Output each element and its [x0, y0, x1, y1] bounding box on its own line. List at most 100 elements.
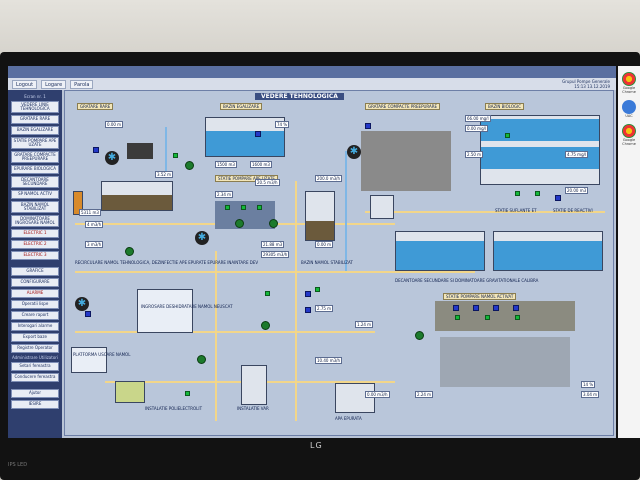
measurement-value: 2.34 m — [215, 191, 234, 198]
chrome-icon[interactable] — [622, 72, 636, 86]
system-info: Grupul Pompe Generale 15:13 13.12.2019 — [562, 79, 610, 89]
nav-sp-namol[interactable]: SP NAMOL ACTIV — [11, 190, 59, 199]
taskbar-label: UAC — [625, 114, 633, 118]
valve-icon[interactable] — [453, 305, 459, 311]
pump-icon[interactable] — [415, 331, 424, 340]
nav-alarme[interactable]: ALARME — [11, 289, 59, 298]
nav-electric-1[interactable]: ELECTRIC 1 — [11, 229, 59, 238]
nav-registre[interactable]: Registre Operator — [11, 344, 59, 353]
status-indicator — [173, 153, 178, 158]
tank-level — [102, 195, 172, 210]
nav-grafice[interactable]: GRAFICE — [11, 267, 59, 276]
nav-electric-3[interactable]: ELECTRIC 3 — [11, 251, 59, 260]
nav-configurare[interactable]: CONFIGURARE — [11, 278, 59, 287]
nav-epurare-biologica[interactable]: EPURARE BIOLOGICA — [11, 165, 59, 174]
tank-level — [396, 241, 484, 270]
tank-level — [481, 119, 599, 141]
status-indicator — [535, 191, 540, 196]
tank-grate — [370, 195, 394, 219]
fan-icon[interactable]: ✱ — [195, 231, 209, 245]
polymer-tank — [115, 381, 145, 403]
section-bazin-biologic: BAZIN BIOLOGIC — [485, 103, 525, 110]
valve-icon[interactable] — [93, 147, 99, 153]
valve-icon[interactable] — [85, 311, 91, 317]
section-recirculare: RECIRCULARE NAMOL TEHNOLOGICA, DEZINFECT… — [75, 260, 259, 265]
shield-icon[interactable] — [622, 100, 636, 114]
measurement-value: 1600 m3 — [250, 161, 272, 168]
status-indicator — [225, 205, 230, 210]
nav-export[interactable]: Export baze — [11, 333, 59, 342]
screen-grate — [127, 143, 153, 159]
valve-icon[interactable] — [473, 305, 479, 311]
nav-electric-2[interactable]: ELECTRIC 2 — [11, 240, 59, 249]
nav-vedere-linie[interactable]: VEDERE LINIE TEHNOLOGICA — [11, 101, 59, 113]
status-indicator — [505, 133, 510, 138]
status-indicator — [515, 315, 520, 320]
measurement-value: 0.00 mg/l — [465, 125, 489, 132]
nav-bazin-namol[interactable]: BAZIN NAMOL STABILIZAT — [11, 201, 59, 213]
fan-icon[interactable]: ✱ — [75, 297, 89, 311]
nav-ajutor[interactable]: Ajutor — [11, 389, 59, 398]
system-info-line: Grupul Pompe Generale — [562, 79, 610, 84]
fan-icon[interactable]: ✱ — [105, 151, 119, 165]
valve-icon[interactable] — [305, 291, 311, 297]
pump-icon[interactable] — [125, 247, 134, 256]
nav-gratare-compacte[interactable]: GRATARE COMPACTE PREEPURARE — [11, 151, 59, 163]
pipe-segment — [295, 181, 297, 421]
taskbar-label: Google Chrome — [622, 138, 636, 146]
measurement-value: 3.04 m — [581, 391, 600, 398]
status-indicator — [455, 315, 460, 320]
fan-icon[interactable]: ✱ — [347, 145, 361, 159]
nav-interogari[interactable]: Interogari alarme — [11, 322, 59, 331]
section-statie-suflante: STATIE SUFLANTE ET — [495, 208, 537, 213]
logout-button[interactable]: Logout — [12, 79, 38, 89]
valve-icon[interactable] — [255, 131, 261, 137]
valve-icon[interactable] — [513, 305, 519, 311]
pump-icon[interactable] — [197, 355, 206, 364]
valve-icon[interactable] — [493, 305, 499, 311]
measurement-value: 21.88 m3 — [261, 241, 285, 248]
measurement-value: 2.24 m — [415, 391, 434, 398]
nav-bazin-egalizare[interactable]: BAZIN EGALIZARE — [11, 126, 59, 135]
password-button[interactable]: Parola — [70, 79, 94, 89]
nav-conducere[interactable]: Conducere fereastra — [11, 373, 59, 382]
measurement-value: 0.00 m — [105, 121, 124, 128]
nav-ingrosare[interactable]: DOMINATOARE INGROSARE NAMOL — [11, 215, 59, 227]
valve-icon[interactable] — [555, 195, 561, 201]
pump-icon[interactable] — [269, 219, 278, 228]
status-indicator — [257, 205, 262, 210]
system-info-line: 15:13 13.12.2019 — [574, 84, 610, 89]
menu-bar: Logout Logare Parola — [8, 78, 616, 90]
taskbar-label: Google Chrome — [622, 86, 636, 94]
pump-icon[interactable] — [235, 219, 244, 228]
pump-icon[interactable] — [185, 161, 194, 170]
measurement-value: 20.00 m3 — [565, 187, 589, 194]
status-indicator — [515, 191, 520, 196]
valve-icon[interactable] — [305, 307, 311, 313]
pump-icon[interactable] — [261, 321, 270, 330]
section-platforma: PLATFORMA USCARE NAMOL — [73, 352, 131, 357]
chrome-icon[interactable] — [622, 124, 636, 138]
valve-icon[interactable] — [365, 123, 371, 129]
nav-operatii[interactable]: Operatii lispe — [11, 300, 59, 309]
nav-gratare-rare[interactable]: GRATARE RARE — [11, 115, 59, 124]
measurement-value: 1.24 m — [355, 321, 374, 328]
nav-decantoare[interactable]: DECANTOARE SECUNDARE — [11, 176, 59, 188]
compact-grate-unit — [361, 131, 451, 191]
nav-iesire[interactable]: IESIRE — [11, 400, 59, 409]
section-apa-epurata: APA EPURATA — [335, 416, 362, 421]
section-ingrosare: INGROSARE DESHIDRATARE NAMOL NEUSCAT — [141, 304, 233, 309]
measurement-value: 0.00 m3/h — [365, 391, 390, 398]
nav-statie-pompare[interactable]: STATIE POMPARE APE UZATE — [11, 137, 59, 149]
desktop-taskbar: Google Chrome UAC Google Chrome — [618, 66, 640, 438]
tank-level — [206, 131, 284, 156]
login-button[interactable]: Logare — [41, 79, 67, 89]
measurement-value: 1500 m3 — [215, 161, 237, 168]
status-indicator — [265, 291, 270, 296]
nav-setari[interactable]: Setari fereastra — [11, 362, 59, 371]
section-polielectrolit: INSTALATIE POLIELECTROLIT — [145, 406, 203, 411]
nav-creare-raport[interactable]: Creare raport — [11, 311, 59, 320]
process-diagram: VEDERE TEHNOLOGICA GRATARE RARE ✱ BAZIN … — [64, 90, 614, 436]
pipe-segment — [75, 331, 375, 333]
monitor-brand-logo: LG — [310, 441, 323, 450]
